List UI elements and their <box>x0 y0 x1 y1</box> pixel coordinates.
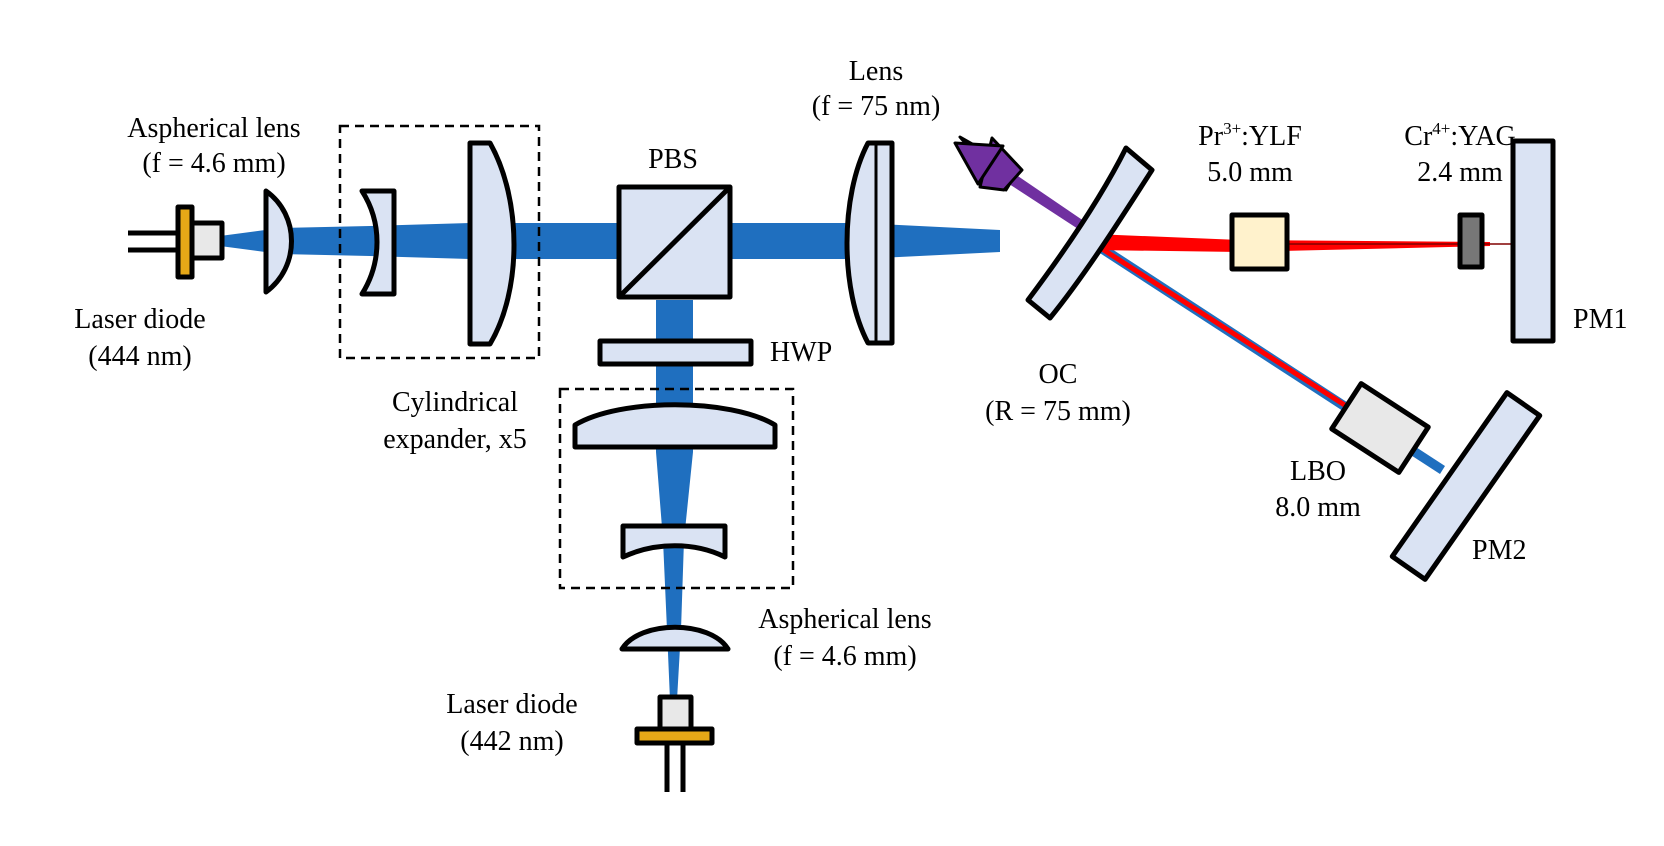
pm1-mirror <box>1510 138 1556 344</box>
cr-label-sup: 4+ <box>1432 119 1450 138</box>
oc-label-line2: (R = 75 mm) <box>985 396 1131 427</box>
pump-beam-vertical <box>656 300 693 700</box>
lens-label-line1: Lens <box>849 56 903 87</box>
ld2-label-line1: Laser diode <box>446 689 577 720</box>
pump-beam-horizontal <box>220 223 1000 259</box>
pr-label-rest: :YLF <box>1241 121 1302 152</box>
oc-mirror <box>1025 145 1155 321</box>
expander-label-line1: Cylindrical <box>392 387 518 418</box>
pr-label-line1: Pr3+:YLF <box>1198 119 1302 152</box>
pm2-mirror <box>1389 390 1543 582</box>
red-beam-to-pm2 <box>1093 242 1360 416</box>
expander-label-line2: expander, x5 <box>383 424 527 455</box>
red-cavity-beam <box>1093 234 1490 252</box>
expander2-convex-lens <box>572 402 778 450</box>
focus-lens <box>844 140 895 346</box>
ld2-stripe <box>634 726 715 746</box>
lbo-crystal <box>1329 381 1431 475</box>
expander1-box <box>338 124 541 360</box>
hwp-label: HWP <box>770 337 832 368</box>
ld2-body <box>657 694 694 734</box>
expander1-concave-lens <box>359 188 397 297</box>
violet-arrow-tip <box>953 141 1005 186</box>
asph1-lens <box>263 188 294 295</box>
ld1-label-line2: (444 nm) <box>88 341 191 372</box>
cr-label-rest: :YAG <box>1450 121 1515 152</box>
cr-yag-absorber <box>1457 212 1485 270</box>
expander2-box <box>558 387 795 590</box>
expander2-concave-lens <box>620 523 728 560</box>
pbs-diagonal <box>617 185 732 299</box>
cr-label-line1: Cr4+:YAG <box>1404 119 1515 152</box>
cr-label-line2: 2.4 mm <box>1417 157 1503 188</box>
pm2-mirror-group <box>1389 390 1543 582</box>
pr-ylf-crystal <box>1229 212 1290 272</box>
ld1-body <box>189 220 225 261</box>
asph1-label-line1: Aspherical lens <box>127 113 300 144</box>
lens-label-line2: (f = 75 nm) <box>812 91 941 122</box>
asph1-label-line2: (f = 4.6 mm) <box>142 148 285 179</box>
pr-label-sup: 3+ <box>1223 119 1241 138</box>
cr-label-base: Cr <box>1404 121 1433 152</box>
hwp-plate <box>597 338 754 367</box>
pm1-label: PM1 <box>1573 304 1627 335</box>
pm2-label: PM2 <box>1472 535 1526 566</box>
ld2-label-line2: (442 nm) <box>460 726 563 757</box>
pr-label-line2: 5.0 mm <box>1207 157 1293 188</box>
asph2-label-line2: (f = 4.6 mm) <box>773 641 916 672</box>
oc-label-line1: OC <box>1039 359 1078 390</box>
violet-output-beam <box>1006 172 1100 240</box>
lbo-label-line2: 8.0 mm <box>1275 492 1361 523</box>
pbs-label: PBS <box>648 144 698 175</box>
lbo-label-line1: LBO <box>1290 456 1346 487</box>
lbo-crystal-group <box>1329 381 1431 475</box>
pr-label-base: Pr <box>1198 121 1224 152</box>
asph2-label-line1: Aspherical lens <box>758 604 931 635</box>
asph2-lens <box>619 624 731 652</box>
expander1-convex-lens <box>467 140 517 347</box>
ld1-label-line1: Laser diode <box>74 304 205 335</box>
